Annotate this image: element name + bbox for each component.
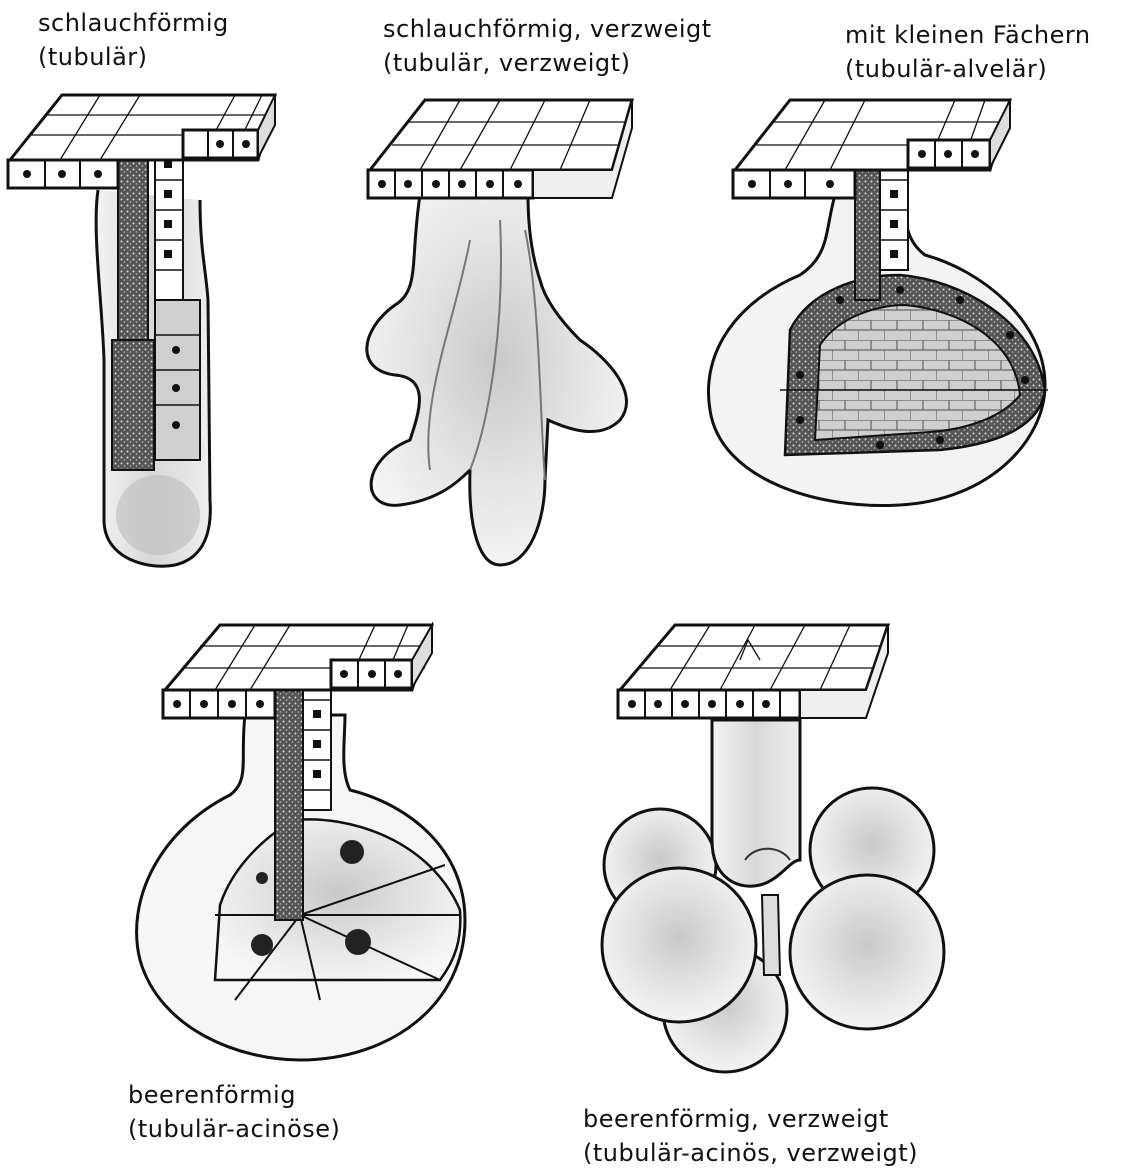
gland-tubular-branched bbox=[367, 100, 632, 565]
gland-tubuloalveolar bbox=[708, 100, 1048, 506]
gland-acinar-branched bbox=[602, 625, 944, 1072]
gland-acinar bbox=[137, 625, 465, 1060]
gland-tubular bbox=[8, 95, 275, 566]
